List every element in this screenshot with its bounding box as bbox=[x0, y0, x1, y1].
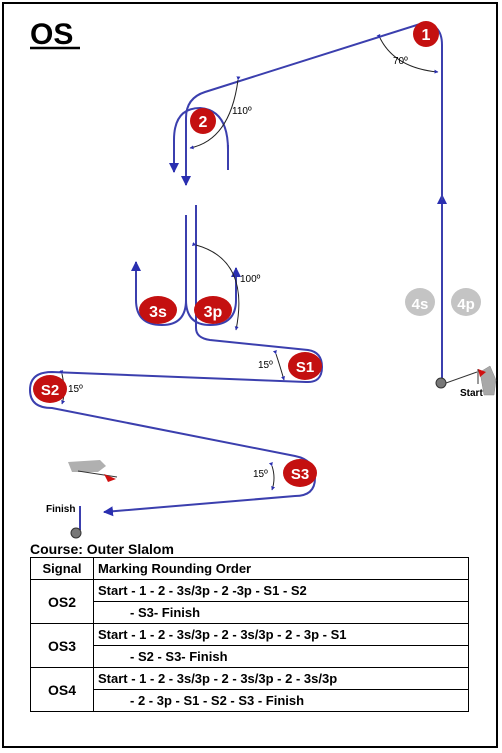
svg-text:3s: 3s bbox=[149, 304, 167, 321]
mark-3p: 3p bbox=[194, 296, 232, 324]
mark-4p: 4p bbox=[451, 288, 481, 316]
table-header-row: Signal Marking Rounding Order bbox=[30, 557, 469, 580]
table-row: OS2 Start - 1 - 2 - 3s/3p - 2 -3p - S1 -… bbox=[30, 579, 469, 624]
svg-text:S2: S2 bbox=[41, 382, 59, 399]
order-cell: Start - 1 - 2 - 3s/3p - 2 - 3s/3p - 2 - … bbox=[93, 623, 469, 646]
angle-70: 70º bbox=[393, 56, 408, 67]
order-cell: Start - 1 - 2 - 3s/3p - 2 -3p - S1 - S2 bbox=[93, 579, 469, 602]
mark-2: 2 bbox=[190, 108, 216, 134]
mark-3s: 3s bbox=[139, 296, 177, 324]
mark-4s: 4s bbox=[405, 288, 435, 316]
angle-15-s3: 15º bbox=[253, 469, 268, 480]
start-flag-icon bbox=[478, 369, 486, 377]
start-line bbox=[445, 371, 478, 384]
course-diagram: OS 70º 110º 100º 15º 15º 15º 1 bbox=[28, 18, 497, 539]
angle-15-s2: 15º bbox=[68, 384, 83, 395]
course-track bbox=[28, 22, 447, 530]
table-row: OS4 Start - 1 - 2 - 3s/3p - 2 - 3s/3p - … bbox=[30, 667, 469, 712]
svg-text:S3: S3 bbox=[291, 466, 309, 483]
mark-s1: S1 bbox=[288, 352, 322, 380]
table-row-cont: - S2 - S3- Finish bbox=[31, 645, 469, 668]
finish-line bbox=[77, 470, 118, 478]
course-title: Course: Outer Slalom bbox=[30, 541, 174, 557]
signal-cell: OS4 bbox=[30, 667, 94, 712]
signal-table: Signal Marking Rounding Order OS2 Start … bbox=[30, 557, 469, 712]
angle-15-s1: 15º bbox=[258, 360, 273, 371]
marks: 1 2 3s 3p S1 S2 S3 4s bbox=[33, 21, 481, 487]
angle-110: 110º bbox=[232, 106, 252, 117]
angle-labels: 70º 110º 100º 15º 15º 15º bbox=[68, 56, 408, 480]
svg-text:4p: 4p bbox=[457, 296, 475, 313]
table-row: OS3 Start - 1 - 2 - 3s/3p - 2 - 3s/3p - … bbox=[30, 623, 469, 668]
diagram-title: OS bbox=[30, 18, 73, 51]
angle-100: 100º bbox=[240, 274, 261, 285]
order-cell-cont: - S2 - S3- Finish bbox=[93, 645, 469, 668]
angle-arcs bbox=[59, 33, 439, 491]
svg-text:1: 1 bbox=[422, 27, 431, 44]
header-signal: Signal bbox=[30, 557, 94, 580]
finish-boat-icon bbox=[68, 460, 106, 472]
finish-flag-icon bbox=[104, 474, 116, 482]
table-row-cont: - S3- Finish bbox=[31, 601, 469, 624]
diagram-frame bbox=[2, 2, 498, 748]
order-cell-cont: - S3- Finish bbox=[93, 601, 469, 624]
signal-cell: OS2 bbox=[30, 579, 94, 624]
table-row-cont: - 2 - 3p - S1 - S2 - S3 - Finish bbox=[31, 689, 469, 712]
svg-text:2: 2 bbox=[199, 114, 208, 131]
signal-cell: OS3 bbox=[30, 623, 94, 668]
mark-s3: S3 bbox=[283, 459, 317, 487]
header-order: Marking Rounding Order bbox=[93, 557, 469, 580]
order-cell: Start - 1 - 2 - 3s/3p - 2 - 3s/3p - 2 - … bbox=[93, 667, 469, 690]
finish-label: Finish bbox=[46, 504, 75, 515]
svg-text:3p: 3p bbox=[204, 304, 223, 321]
mark-1: 1 bbox=[413, 21, 439, 47]
svg-text:4s: 4s bbox=[412, 296, 429, 313]
mark-s2: S2 bbox=[33, 375, 67, 403]
svg-text:S1: S1 bbox=[296, 359, 314, 376]
start-buoy-icon bbox=[435, 377, 447, 389]
start-area: Start bbox=[435, 365, 497, 399]
finish-buoy-icon bbox=[70, 527, 82, 539]
finish-area: Finish bbox=[46, 460, 118, 539]
start-label: Start bbox=[460, 388, 483, 399]
order-cell-cont: - 2 - 3p - S1 - S2 - S3 - Finish bbox=[93, 689, 469, 712]
